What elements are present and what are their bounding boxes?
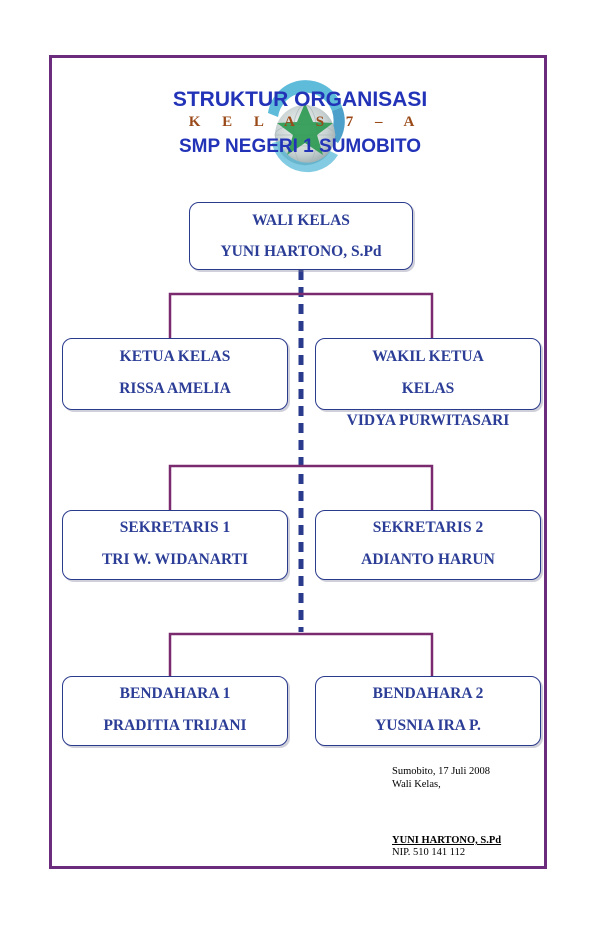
ketua-kelas-name: RISSA AMELIA	[119, 380, 231, 397]
wali-kelas-box: WALI KELAS YUNI HARTONO, S.Pd	[189, 202, 413, 270]
wakil-ketua-role-line2: KELAS	[401, 380, 455, 397]
connector-level-2	[168, 464, 434, 510]
bendahara-1-box: BENDAHARA 1 PRADITIA TRIJANI	[62, 676, 288, 746]
page-frame	[49, 55, 547, 869]
signature-place-date: Sumobito, 17 Juli 2008	[392, 766, 491, 777]
bendahara-1-role: BENDAHARA 1	[119, 685, 231, 702]
bendahara-2-role: BENDAHARA 2	[372, 685, 484, 702]
class-name: K E L A S 7 – A	[188, 114, 424, 130]
wakil-ketua-box: WAKIL KETUA KELAS	[315, 338, 541, 410]
signature-name: YUNI HARTONO, S.Pd	[392, 835, 502, 846]
signature-position: Wali Kelas,	[392, 779, 441, 790]
sekretaris-1-name: TRI W. WIDANARTI	[101, 551, 249, 568]
wakil-ketua-name: VIDYA PURWITASARI	[346, 412, 510, 429]
connector-level-1	[168, 292, 434, 338]
wakil-ketua-role: WAKIL KETUA	[372, 348, 484, 365]
ketua-kelas-box: KETUA KELAS RISSA AMELIA	[62, 338, 288, 410]
sekretaris-2-box: SEKRETARIS 2 ADIANTO HARUN	[315, 510, 541, 580]
wali-kelas-name: YUNI HARTONO, S.Pd	[220, 243, 382, 260]
ketua-kelas-role: KETUA KELAS	[119, 348, 231, 365]
school-logo	[268, 80, 345, 173]
sekretaris-1-box: SEKRETARIS 1 TRI W. WIDANARTI	[62, 510, 288, 580]
sekretaris-2-role: SEKRETARIS 2	[372, 519, 484, 536]
wali-kelas-role: WALI KELAS	[252, 212, 350, 229]
school-name: SMP NEGERI 1 SUMOBITO	[178, 136, 422, 157]
chart-title: STRUKTUR ORGANISASI	[172, 88, 428, 111]
sekretaris-2-name: ADIANTO HARUN	[361, 551, 495, 568]
connector-level-3	[168, 632, 434, 676]
sekretaris-1-role: SEKRETARIS 1	[119, 519, 231, 536]
bendahara-1-name: PRADITIA TRIJANI	[103, 717, 247, 734]
signature-nip: NIP. 510 141 112	[392, 847, 466, 858]
bendahara-2-name: YUSNIA IRA P.	[375, 717, 481, 734]
bendahara-2-box: BENDAHARA 2 YUSNIA IRA P.	[315, 676, 541, 746]
